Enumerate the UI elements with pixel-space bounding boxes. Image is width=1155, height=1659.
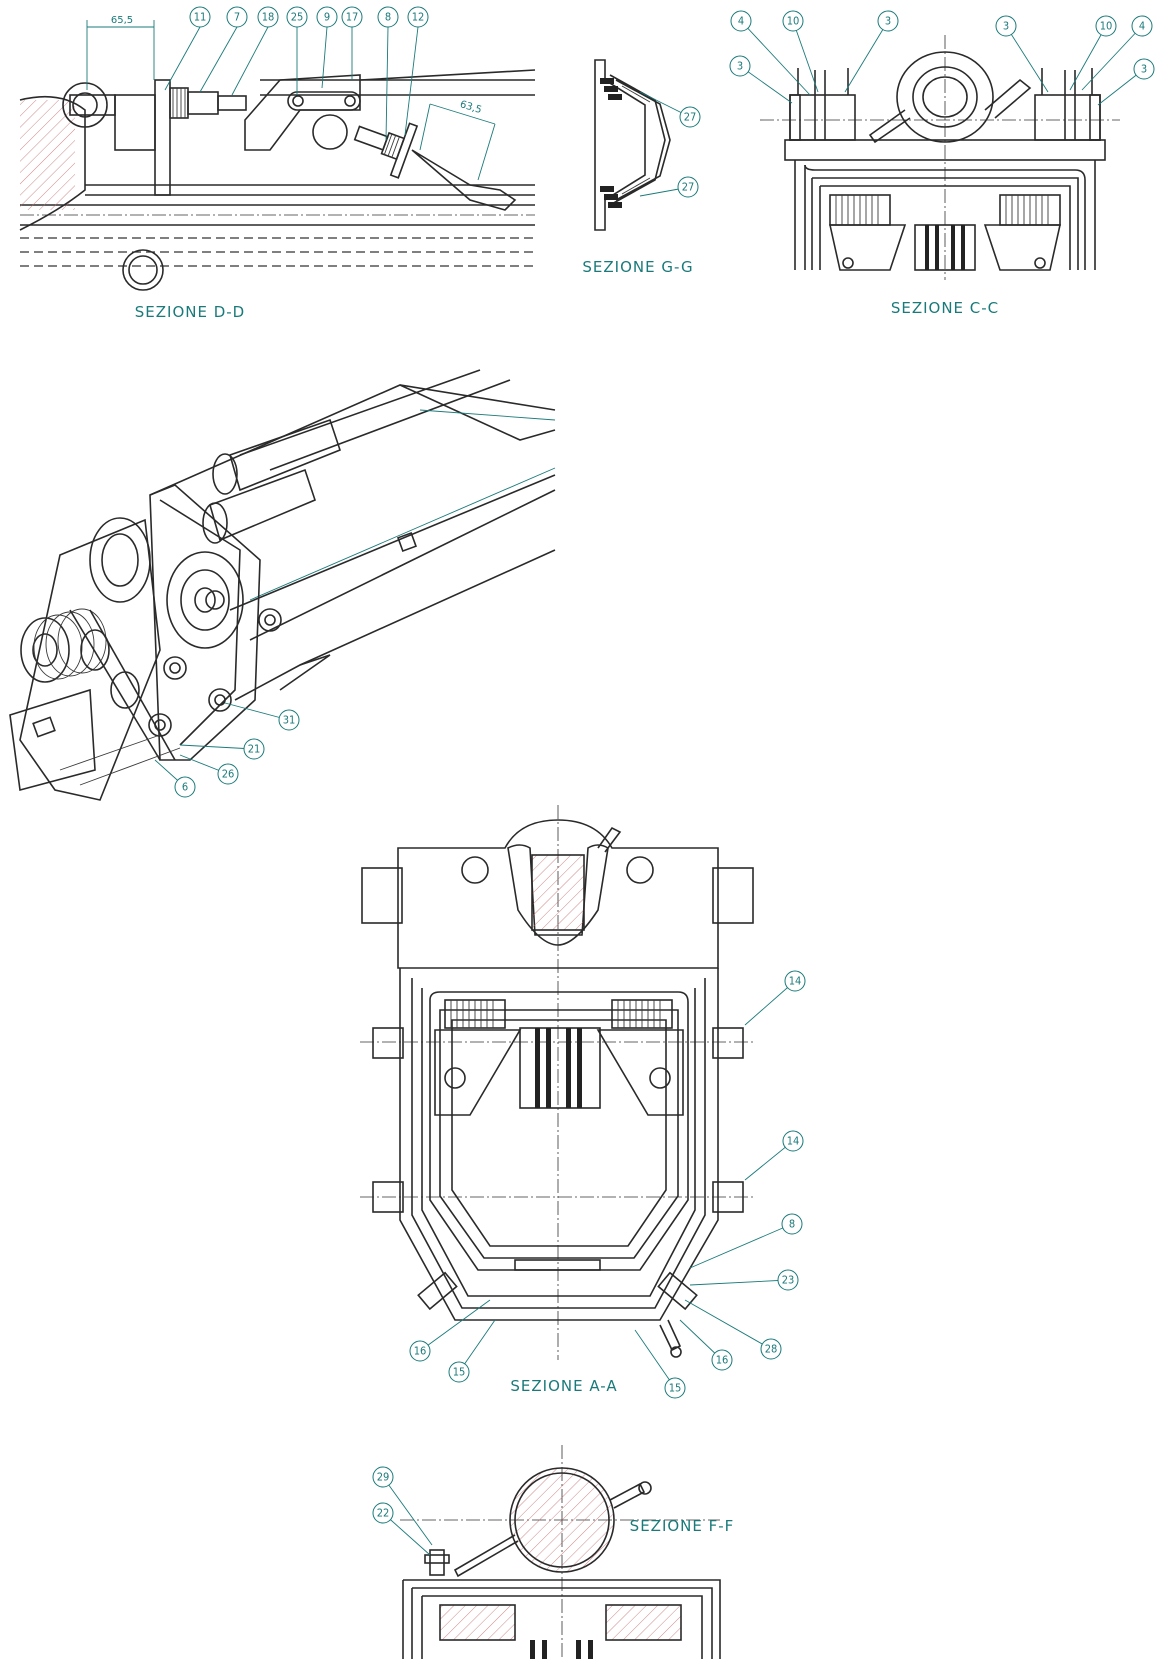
balloon-cc-10-left: 10 xyxy=(782,10,804,32)
balloon-ff-29: 29 xyxy=(372,1466,394,1488)
svg-text:10: 10 xyxy=(787,15,800,28)
balloon-aa-16-left: 16 xyxy=(409,1340,431,1362)
balloon-gg-27-a: 27 xyxy=(679,106,701,128)
svg-text:21: 21 xyxy=(248,743,261,756)
balloon-iso-21: 21 xyxy=(243,738,265,760)
svg-text:3: 3 xyxy=(1141,63,1147,76)
balloon-dd-12: 12 xyxy=(407,6,429,28)
balloon-dd-8: 8 xyxy=(377,6,399,28)
dim-65-5: 65,5 xyxy=(111,15,133,26)
balloon-cc-4-right: 4 xyxy=(1131,15,1153,37)
svg-text:22: 22 xyxy=(377,1507,390,1520)
balloon-cc-3-far-right: 3 xyxy=(1133,58,1155,80)
section-gg-view: 27 27 SEZIONE G-G xyxy=(582,59,701,276)
svg-text:16: 16 xyxy=(414,1345,427,1358)
balloon-dd-11: 11 xyxy=(189,6,211,28)
svg-text:8: 8 xyxy=(789,1218,795,1231)
svg-text:3: 3 xyxy=(737,60,743,73)
svg-text:31: 31 xyxy=(283,714,296,727)
balloon-cc-3-right: 3 xyxy=(995,15,1017,37)
svg-text:15: 15 xyxy=(669,1382,682,1395)
balloon-dd-17: 17 xyxy=(341,6,363,28)
balloon-cc-10-right: 10 xyxy=(1095,15,1117,37)
balloon-aa-15-left: 15 xyxy=(448,1361,470,1383)
title-section-dd: SEZIONE D-D xyxy=(135,303,246,321)
balloon-aa-14-top: 14 xyxy=(784,970,806,992)
svg-text:8: 8 xyxy=(385,11,391,24)
balloon-iso-6: 6 xyxy=(174,776,196,798)
balloon-ff-22: 22 xyxy=(372,1502,394,1524)
balloon-dd-7: 7 xyxy=(226,6,248,28)
section-cc-view: 4 10 3 3 3 10 4 3 SEZIONE C-C xyxy=(729,10,1155,317)
balloon-cc-3-left: 3 xyxy=(729,55,751,77)
svg-text:4: 4 xyxy=(1139,20,1145,33)
svg-text:23: 23 xyxy=(782,1274,795,1287)
svg-text:4: 4 xyxy=(738,15,744,28)
svg-text:29: 29 xyxy=(377,1471,390,1484)
svg-text:28: 28 xyxy=(765,1343,778,1356)
svg-text:7: 7 xyxy=(234,11,240,24)
plate-bolts xyxy=(148,590,282,737)
svg-text:16: 16 xyxy=(716,1354,729,1367)
balloon-dd-9: 9 xyxy=(316,6,338,28)
svg-text:3: 3 xyxy=(1003,20,1009,33)
balloon-aa-14-mid: 14 xyxy=(782,1130,804,1152)
balloon-cc-4-left: 4 xyxy=(730,10,752,32)
svg-text:26: 26 xyxy=(222,768,235,781)
balloon-iso-26: 26 xyxy=(217,763,239,785)
svg-text:14: 14 xyxy=(787,1135,800,1148)
balloon-aa-15-right: 15 xyxy=(664,1377,686,1399)
balloon-aa-28: 28 xyxy=(760,1338,782,1360)
svg-text:14: 14 xyxy=(789,975,802,988)
svg-text:15: 15 xyxy=(453,1366,466,1379)
isometric-view: 31 21 26 6 xyxy=(9,369,556,801)
svg-text:27: 27 xyxy=(684,111,697,124)
svg-text:12: 12 xyxy=(412,11,425,24)
balloon-gg-27-b: 27 xyxy=(677,176,699,198)
svg-text:9: 9 xyxy=(324,11,330,24)
balloon-aa-16-right: 16 xyxy=(711,1349,733,1371)
svg-text:10: 10 xyxy=(1100,20,1113,33)
balloon-dd-25: 25 xyxy=(286,6,308,28)
balloon-cc-3-top: 3 xyxy=(877,10,899,32)
svg-text:11: 11 xyxy=(194,11,207,24)
balloon-aa-23: 23 xyxy=(777,1269,799,1291)
title-section-aa: SEZIONE A-A xyxy=(510,1377,617,1395)
section-ff-view: 29 22 SEZIONE F-F xyxy=(372,1445,735,1659)
svg-text:25: 25 xyxy=(291,11,304,24)
svg-text:18: 18 xyxy=(262,11,275,24)
balloon-dd-18: 18 xyxy=(257,6,279,28)
balloon-aa-8: 8 xyxy=(781,1213,803,1235)
svg-text:6: 6 xyxy=(182,781,188,794)
svg-text:3: 3 xyxy=(885,15,891,28)
svg-text:17: 17 xyxy=(346,11,359,24)
title-section-ff: SEZIONE F-F xyxy=(630,1517,735,1535)
svg-text:27: 27 xyxy=(682,181,695,194)
section-dd-view: 65,5 63,5 SEZIONE D-D xyxy=(19,15,536,321)
title-section-gg: SEZIONE G-G xyxy=(582,258,693,276)
title-section-cc: SEZIONE C-C xyxy=(891,299,999,317)
balloons-dd: 11 7 18 25 9 17 8 12 xyxy=(164,6,429,141)
section-aa-view: 14 14 8 23 28 16 15 16 15 SEZIONE A-A xyxy=(360,805,806,1399)
balloon-iso-31: 31 xyxy=(278,709,300,731)
